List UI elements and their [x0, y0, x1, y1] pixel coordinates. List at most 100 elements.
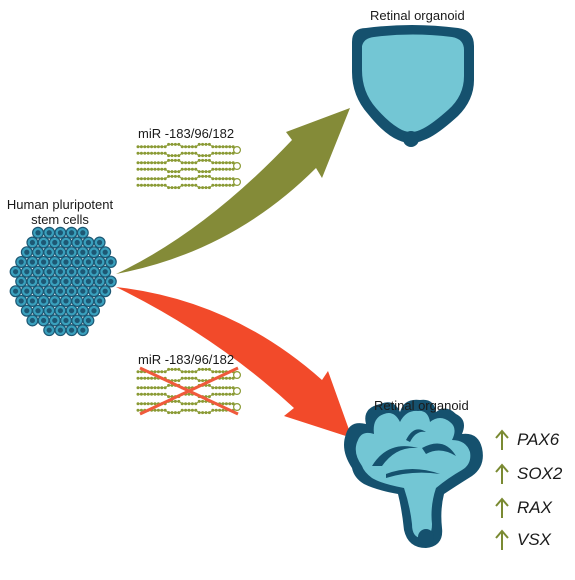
mirna-bead [177, 158, 181, 162]
mirna-bead [187, 370, 191, 374]
stem-cell-nucleus [29, 259, 35, 265]
retinal-organoid-top [352, 25, 474, 147]
stem-cell-nucleus [74, 298, 80, 304]
mirna-bead [197, 186, 201, 190]
mirna-bead [218, 183, 222, 187]
mirna-bead [180, 376, 184, 380]
mirna-bead [170, 367, 174, 371]
mirna-bead [170, 142, 174, 146]
mirna-bead [163, 177, 167, 181]
mirna-bead [150, 145, 154, 149]
mirna-bead [184, 408, 188, 412]
mirna-bead [160, 183, 164, 187]
mirna-bead [160, 370, 164, 374]
mirna-bead [156, 370, 160, 374]
mirna-bead [160, 161, 164, 165]
mirna-bead [163, 392, 167, 396]
mirna-bead [156, 177, 160, 181]
stem-cell-nucleus [102, 288, 108, 294]
mirna-bead [218, 392, 222, 396]
stem-cell-nucleus [24, 269, 30, 275]
stem-cell-nucleus [85, 259, 91, 265]
mirna-bead [139, 392, 143, 396]
mirna-bead [224, 376, 228, 380]
mirna-bead [187, 161, 191, 165]
mirna-bead [167, 170, 171, 174]
stem-cell-nucleus [13, 269, 19, 275]
mirna-bead [184, 167, 188, 171]
mirna-bead [224, 386, 228, 390]
mirna-bead [143, 167, 147, 171]
mirna-bead [184, 183, 188, 187]
mirna-bead [177, 170, 181, 174]
mirna-bead [207, 170, 211, 174]
mirna-bead [180, 145, 184, 149]
mirna-bead [170, 174, 174, 178]
mirna-bead [214, 177, 218, 181]
stem-cell-nucleus [97, 278, 103, 285]
mirna-bead [156, 161, 160, 165]
mirna-bead [150, 392, 154, 396]
mirna-bead [184, 370, 188, 374]
mirna-bead [201, 154, 205, 158]
stem-cell-nucleus [102, 269, 108, 275]
mirna-bead [153, 177, 157, 181]
mirna-bead [156, 408, 160, 412]
stem-cell-nucleus [24, 308, 30, 314]
mirna-bead [156, 167, 160, 171]
mirna-bead [224, 392, 228, 396]
mirna-bead [170, 411, 174, 415]
mirna-bead [177, 186, 181, 190]
mirna-bead [221, 392, 225, 396]
mirna-bead [163, 145, 167, 149]
mirna-bead [150, 402, 154, 406]
mirna-bead [150, 183, 154, 187]
mirna-bead [221, 370, 225, 374]
mirna-bead [204, 174, 208, 178]
mirna-bead [224, 402, 228, 406]
stem-cell-nucleus [74, 239, 80, 246]
mirna-bead [194, 183, 198, 187]
gene-label-pax6: PAX6 [517, 430, 560, 449]
mirna-bead [184, 145, 188, 149]
mirna-bead [160, 392, 164, 396]
stem-cell-nucleus [69, 327, 75, 333]
retinal-organoid-bottom [344, 399, 483, 548]
mirna-bead [190, 376, 194, 380]
mirna-bead [228, 167, 232, 171]
mirna-bead [143, 376, 147, 380]
mirna-bead [139, 408, 143, 412]
mirna-bead [194, 151, 198, 155]
mirna-bead [207, 383, 211, 387]
stem-cell-cluster [9, 226, 117, 337]
stem-cell-nucleus [46, 269, 52, 275]
mirna-bead [190, 151, 194, 155]
mirna-bead [184, 376, 188, 380]
stem-cell-nucleus [80, 327, 86, 333]
mirna-bead [139, 161, 143, 165]
mirna-bead [153, 370, 157, 374]
mirna-bead [211, 151, 215, 155]
mirna-bead [201, 158, 205, 162]
mirna-loop [233, 371, 242, 380]
mirna-bead [167, 186, 171, 190]
mirna-bead [136, 392, 140, 396]
mirna-bead [167, 367, 171, 371]
mirna-bead [214, 161, 218, 165]
stem-cell-nucleus [91, 308, 97, 314]
mirna-bead [184, 151, 188, 155]
stem-cell-nucleus [74, 259, 80, 265]
mirna-bead [146, 392, 150, 396]
mirna-bead [180, 183, 184, 187]
mirna-bead [143, 392, 147, 396]
mirna-bead [156, 392, 160, 396]
mirna-bead [228, 392, 232, 396]
mirna-bead [150, 167, 154, 171]
stem-cell-nucleus [24, 288, 30, 294]
stem-cell-nucleus [41, 239, 47, 246]
mirna-bead [228, 151, 232, 155]
stem-cell-nucleus [91, 269, 97, 275]
mirna-bead [218, 145, 222, 149]
mirna-bead [136, 376, 140, 380]
mirna-bead [139, 183, 143, 187]
